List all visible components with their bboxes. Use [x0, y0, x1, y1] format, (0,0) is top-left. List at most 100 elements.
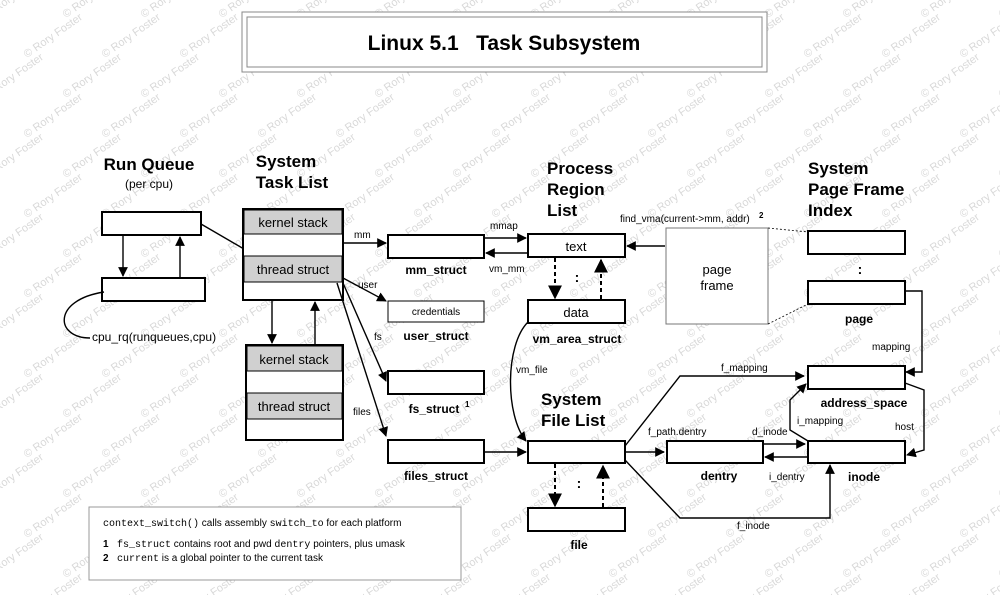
file-box: [527, 507, 626, 532]
note-line-1-run: context_switch(): [103, 518, 199, 530]
run-queue-sub: (per cpu): [125, 177, 173, 191]
mmap-label: mmap: [490, 221, 518, 232]
dentry-box: [666, 440, 764, 464]
fs-arrow: [342, 282, 387, 382]
find-vma-note: 2: [759, 211, 764, 220]
file-list-box: [527, 440, 626, 464]
file-list-heading-1: System: [541, 390, 601, 409]
user-label: user: [358, 280, 378, 291]
kernel-stack-cell-1: [243, 209, 343, 235]
runqueue-box-top: [101, 211, 202, 236]
user-arrow: [342, 277, 387, 302]
file-ellipsis: :: [577, 475, 582, 491]
region-heading-3: List: [547, 201, 578, 220]
vm-file-arrow: [509, 321, 529, 442]
region-ellipsis: :: [575, 269, 580, 285]
page-frame-label-2: frame: [700, 278, 733, 293]
note-line-2-run: contains root and pwd: [171, 539, 274, 550]
inode-box: [807, 440, 906, 464]
page-frame-zoom-line-bottom: [767, 303, 809, 325]
address-space-box: [807, 365, 906, 390]
inode-label: inode: [848, 470, 880, 484]
kernel-stack-cell-2: [246, 345, 343, 372]
user-struct-label: user_struct: [403, 329, 468, 343]
file-label: file: [570, 538, 588, 552]
note-line-2-run: pointers, plus umask: [310, 539, 405, 550]
note-line-1-run: switch_to: [270, 518, 324, 530]
f-mapping-arrow: [624, 371, 805, 447]
cpu-rq-label: cpu_rq(runqueues,cpu): [92, 330, 216, 344]
text-region-label: text: [566, 239, 587, 254]
credentials-box: [387, 300, 485, 323]
vm-area-struct-label: vm_area_struct: [533, 332, 622, 346]
file-list-heading-2: File List: [541, 411, 606, 430]
f-inode-arrow: [624, 459, 835, 519]
note-line-2: fs_struct contains root and pwd dentry p…: [117, 539, 406, 551]
fs-struct-note: 1: [465, 400, 470, 409]
region-heading-1: Process: [547, 159, 613, 178]
notes-box: [88, 506, 462, 581]
note-line-2-run: fs_struct: [117, 539, 171, 551]
kernel-stack-label-2: kernel stack: [259, 352, 329, 367]
title-frame-inner: [246, 16, 763, 68]
diagram-title: Linux 5.1 Task Subsystem: [368, 32, 641, 55]
fs-struct-label: fs_struct: [409, 402, 460, 416]
note-num-2: 2: [103, 553, 109, 564]
note-line-1-run: for each platform: [324, 518, 402, 529]
page-ellipsis: :: [858, 261, 863, 277]
f-inode-label: f_inode: [737, 521, 770, 532]
note-line-2-run: dentry: [274, 539, 310, 551]
vm-mm-label: vm_mm: [489, 264, 525, 275]
mapping-label: mapping: [872, 342, 910, 353]
note-line-1-run: calls assembly: [199, 518, 270, 529]
page-box: [807, 280, 906, 305]
page-frame-box: [665, 227, 769, 325]
kernel-stack-label-1: kernel stack: [258, 215, 328, 230]
mm-label: mm: [354, 230, 371, 241]
note-line-3-run: is a global pointer to the current task: [159, 553, 324, 564]
host-label: host: [895, 422, 914, 433]
i-mapping-arrow: [789, 383, 809, 442]
task-list-heading-2: Task List: [256, 173, 329, 192]
mapping-arrow: [905, 290, 923, 377]
find-vma-label: find_vma(current->mm, addr): [620, 214, 750, 225]
page-index-heading-1: System: [808, 159, 868, 178]
files-label: files: [353, 407, 371, 418]
runqueue-box-bottom: [101, 277, 206, 302]
i-mapping-label: i_mapping: [797, 416, 843, 427]
fs-struct-box: [387, 370, 485, 395]
page-frame-zoom-line-top: [767, 227, 809, 233]
d-inode-label: d_inode: [752, 427, 788, 438]
cpu-rq-curve: [63, 291, 105, 339]
mm-struct-box: [387, 234, 485, 259]
thread-struct-label-2: thread struct: [258, 399, 331, 414]
task-list-heading-1: System: [256, 152, 316, 171]
note-line-3-run: current: [117, 554, 159, 565]
page-frame-label-1: page: [703, 262, 732, 277]
page-index-heading-2: Page Frame: [808, 180, 904, 199]
note-line-1: context_switch() calls assembly switch_t…: [103, 518, 401, 530]
thread-struct-label-1: thread struct: [257, 262, 330, 277]
vm-file-label: vm_file: [516, 365, 548, 376]
fs-label: fs: [374, 332, 382, 343]
thread-struct-cell-1: [243, 255, 343, 283]
thread-struct-cell-2: [246, 392, 343, 420]
region-heading-2: Region: [547, 180, 605, 199]
page-index-heading-3: Index: [808, 201, 853, 220]
dentry-label: dentry: [701, 469, 738, 483]
run-queue-heading: Run Queue: [104, 155, 195, 174]
address-space-label: address_space: [821, 396, 908, 410]
files-struct-box: [387, 439, 485, 464]
page-label: page: [845, 312, 873, 326]
data-region-box: [527, 299, 626, 324]
page-box-top: [807, 230, 906, 255]
f-path-dentry-label: f_path.dentry: [648, 427, 706, 438]
files-arrow: [336, 282, 388, 437]
i-dentry-label: i_dentry: [769, 472, 805, 483]
data-region-label: data: [563, 305, 589, 320]
credentials-label: credentials: [412, 307, 460, 318]
host-arrow: [904, 382, 925, 458]
note-num-1: 1: [103, 539, 109, 550]
mm-struct-label: mm_struct: [405, 263, 466, 277]
